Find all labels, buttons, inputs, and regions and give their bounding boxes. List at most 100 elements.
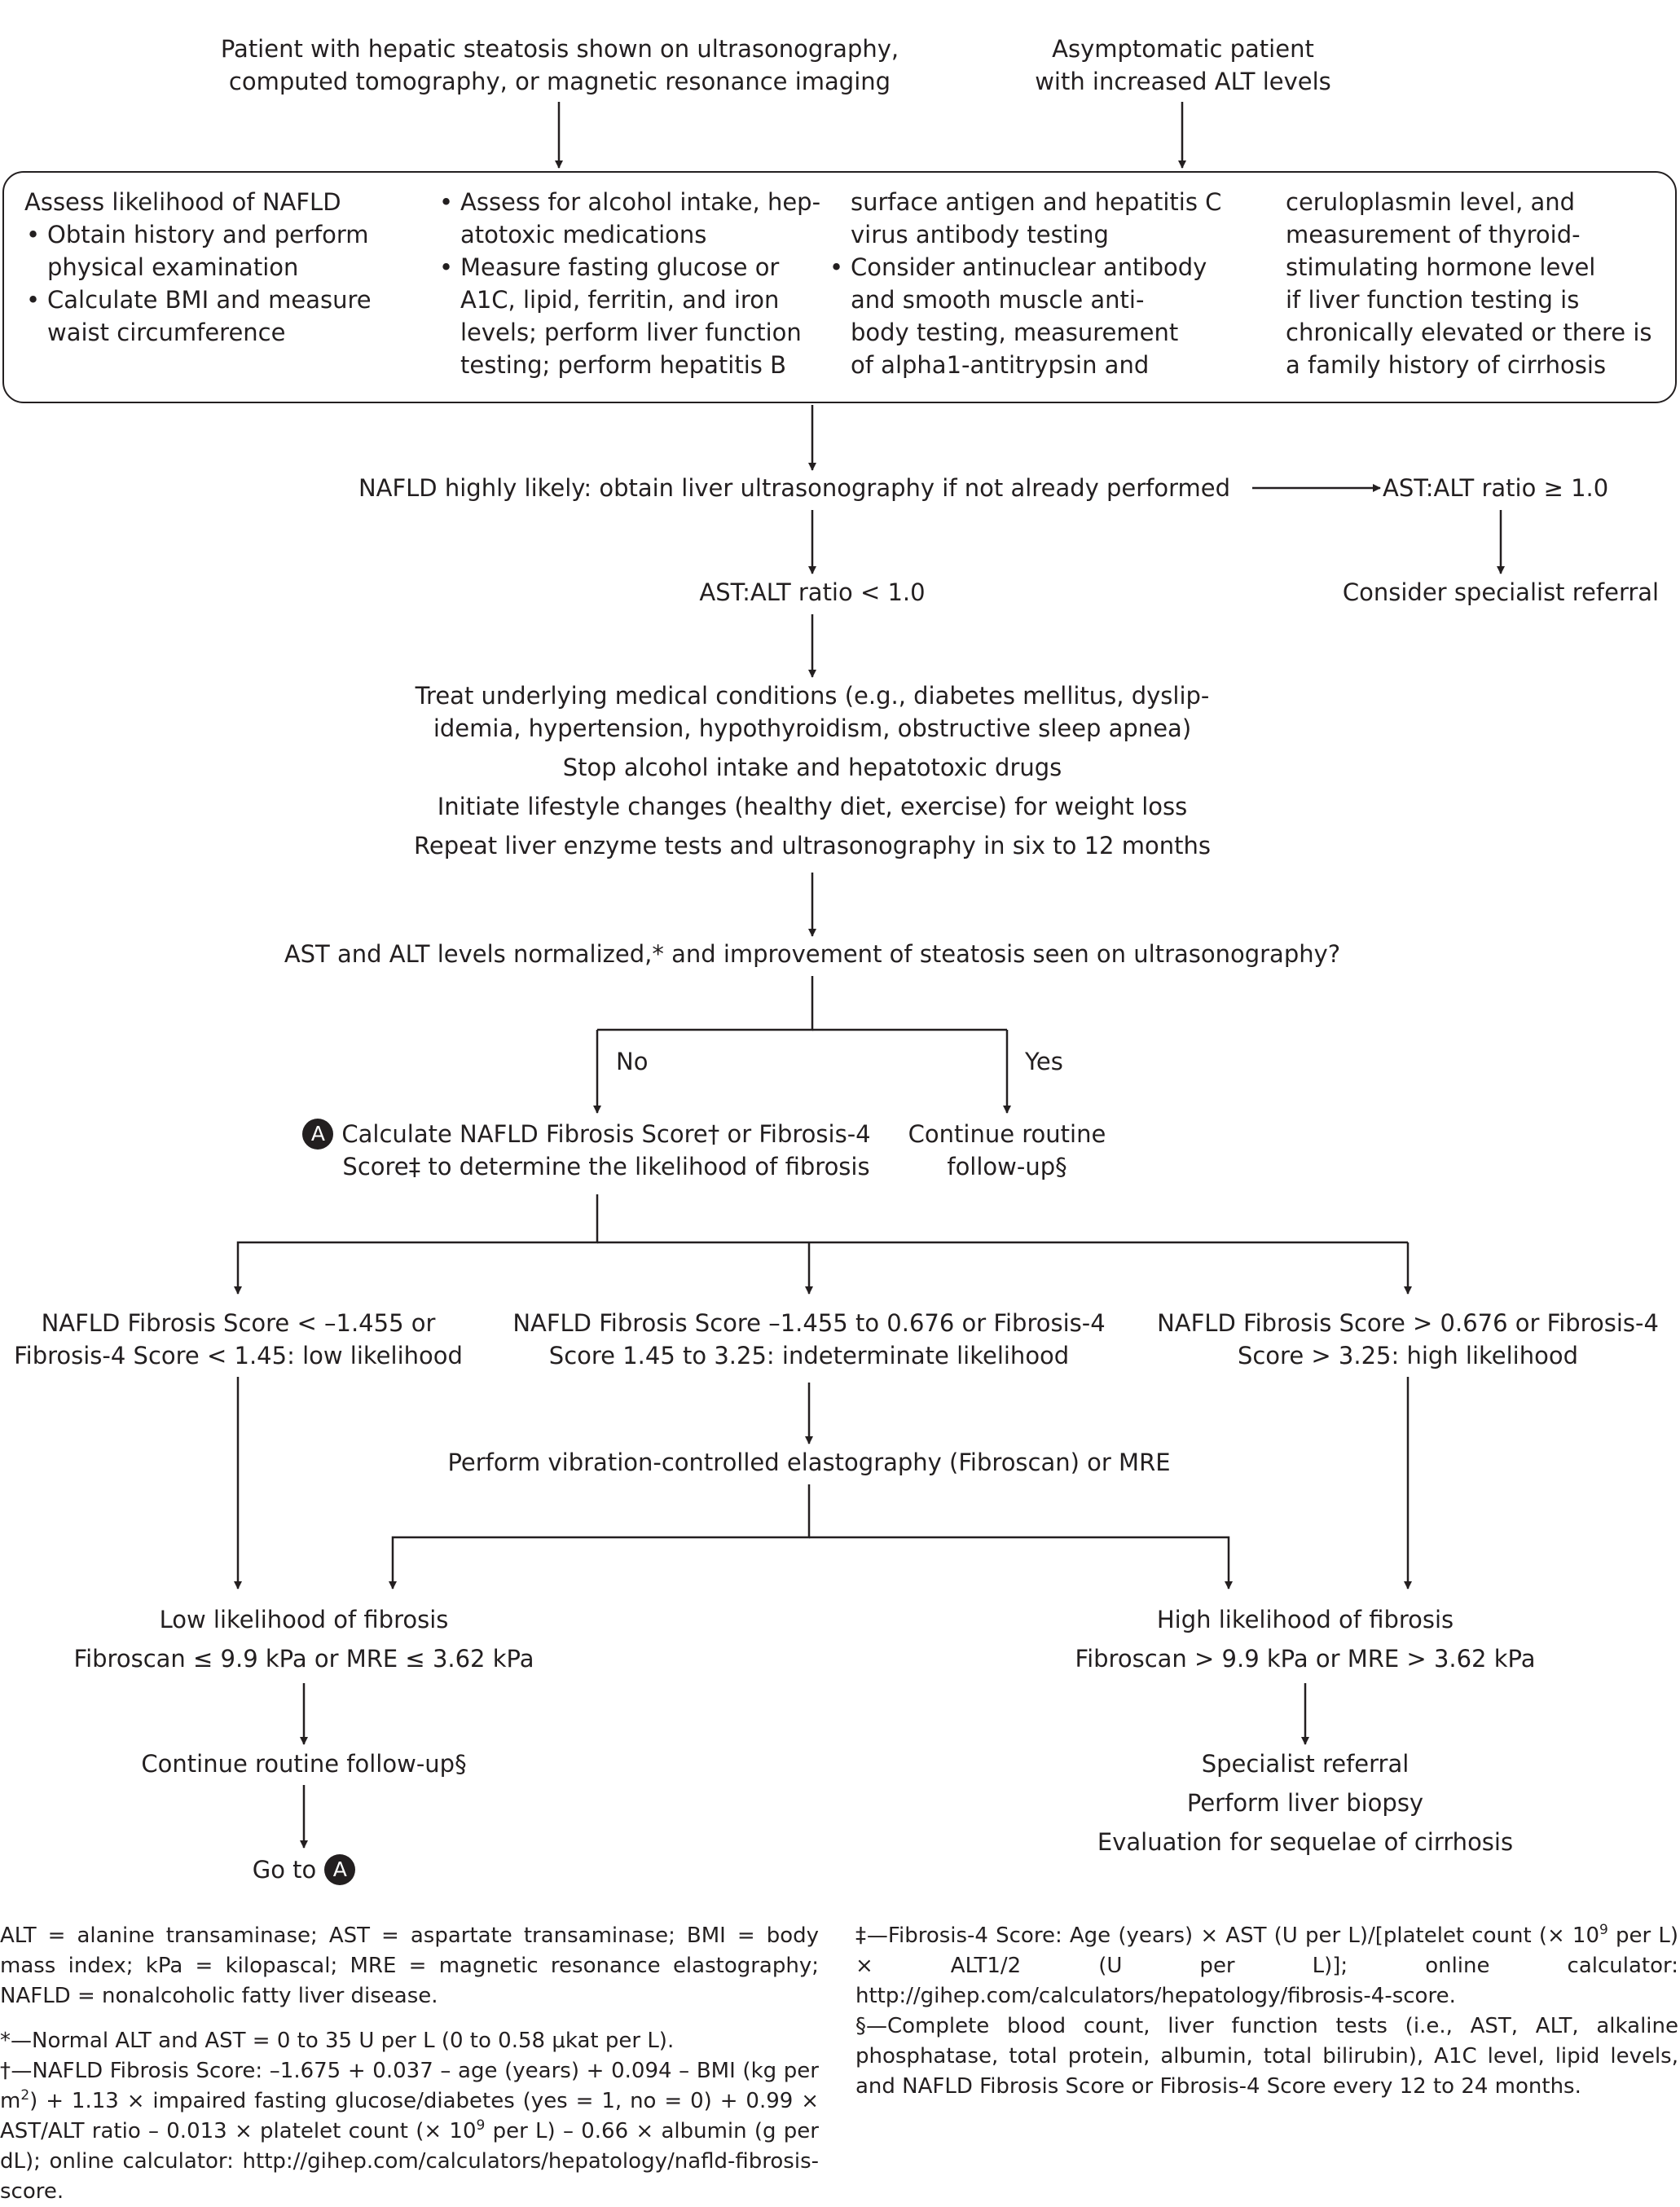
bullet-antibody-line-3: body testing, measurement xyxy=(851,319,1179,346)
treatment-block: Treat underlying medical conditions (e.g… xyxy=(362,679,1263,862)
repeat-tests: Repeat liver enzyme tests and ultrasonog… xyxy=(414,832,1211,859)
ratio-high-node: AST:ALT ratio ≥ 1.0 xyxy=(1383,474,1609,502)
normalized-question: AST and ALT levels normalized,* and impr… xyxy=(284,940,1341,968)
bullet-alcohol-line-1: Assess for alcohol intake, hep- xyxy=(460,188,821,216)
bullet-labs-line-3: levels; perform liver function xyxy=(460,319,802,346)
high-score-line-1: NAFLD Fibrosis Score > 0.676 or Fibrosis… xyxy=(1157,1309,1659,1337)
assess-heading: Assess likelihood of NAFLD xyxy=(24,188,341,216)
dagger-sup-1: 2 xyxy=(20,2087,30,2104)
high-fibrosis-criteria: Fibroscan > 9.9 kPa or MRE > 3.62 kPa xyxy=(1075,1645,1536,1673)
bullet-antibody-line-4: of alpha1-antitrypsin and xyxy=(851,349,1221,381)
assess-bullet-history: Obtain history and perform physical exam… xyxy=(24,218,372,284)
assess-column-1: Assess likelihood of NAFLD Obtain histor… xyxy=(24,186,372,349)
goto-text: Go to xyxy=(252,1856,317,1884)
continue-routine-line-2: follow-up§ xyxy=(947,1153,1067,1180)
footnote-ddagger: ‡—Fibrosis-4 Score: Age (years) × AST (U… xyxy=(855,1921,1678,2011)
dagger-part-2: ) + 1.13 × impaired fasting glucose/diab… xyxy=(0,2089,819,2143)
entry-imaging-line-2: computed tomography, or magnetic resonan… xyxy=(228,68,891,95)
mid-score-line-2: Score 1.45 to 3.25: indeterminate likeli… xyxy=(548,1342,1070,1369)
footnote-star: *—Normal ALT and AST = 0 to 35 U per L (… xyxy=(0,2029,675,2053)
ddagger-part-1: ‡—Fibrosis-4 Score: Age (years) × AST (U… xyxy=(855,1923,1600,1948)
lifestyle-changes: Initiate lifestyle changes (healthy diet… xyxy=(437,793,1188,820)
ratio-low-node: AST:ALT ratio < 1.0 xyxy=(699,578,926,606)
action-biopsy: Perform liver biopsy xyxy=(1186,1789,1424,1817)
branch-scores xyxy=(234,1194,599,1295)
footnote-dagger: †—NAFLD Fibrosis Score: –1.675 + 0.037 –… xyxy=(0,2056,819,2207)
action-specialist: Specialist referral xyxy=(1201,1750,1410,1778)
footnote-section: §—Complete blood count, liver function t… xyxy=(855,2014,1678,2099)
high-fibrosis-title: High likelihood of fibrosis xyxy=(1156,1606,1454,1633)
continue-followup-node: Continue routine follow-up§ xyxy=(141,1750,467,1778)
footnote-abbreviations: ALT = alanine transaminase; AST = aspart… xyxy=(0,1923,819,2008)
entry-alt-line-1: Asymptomatic patient xyxy=(1052,35,1314,63)
column-4-line-1: ceruloplasmin level, and xyxy=(1286,188,1576,216)
specialist-referral-node: Consider specialist referral xyxy=(1342,578,1660,606)
assess-column-2: Assess for alcohol intake, hep- atotoxic… xyxy=(438,186,820,381)
column-4-line-6: a family history of cirrhosis xyxy=(1286,351,1607,379)
action-sequelae: Evaluation for sequelae of cirrhosis xyxy=(1097,1828,1514,1856)
low-fibrosis-title: Low likelihood of fibrosis xyxy=(159,1606,449,1633)
bullet-bmi-line-2: waist circumference xyxy=(47,319,286,346)
bullet-antibody-line-1: Consider antinuclear antibody xyxy=(851,253,1207,281)
bullet-history-line-1: Obtain history and perform xyxy=(47,221,369,248)
low-score-line-2: Fibrosis-4 Score < 1.45: low likelihood xyxy=(14,1342,463,1369)
mid-score-node: NAFLD Fibrosis Score –1.455 to 0.676 or … xyxy=(483,1307,1135,1372)
column-4-line-3: stimulating hormone level xyxy=(1286,253,1596,281)
entry-imaging-patient: Patient with hepatic steatosis shown on … xyxy=(214,33,905,98)
footnotes-right: ‡—Fibrosis-4 Score: Age (years) × AST (U… xyxy=(855,1921,1678,2102)
assess-column-4: ceruloplasmin level, and measurement of … xyxy=(1286,186,1652,381)
assess-bullet-labs: Measure fasting glucose or A1C, lipid, f… xyxy=(438,251,820,381)
continue-routine-line-1: Continue routine xyxy=(908,1120,1106,1148)
high-fibrosis-node: High likelihood of fibrosis Fibroscan > … xyxy=(1043,1603,1568,1675)
elastography-node: Perform vibration-controlled elastograph… xyxy=(447,1449,1171,1476)
low-fibrosis-node: Low likelihood of fibrosis Fibroscan ≤ 9… xyxy=(49,1603,559,1675)
dagger-sup-2: 9 xyxy=(476,2117,486,2134)
branch-label-no: No xyxy=(616,1048,649,1075)
calculate-line-1-text: Calculate NAFLD Fibrosis Score† or Fibro… xyxy=(341,1120,871,1148)
branch-elastography xyxy=(389,1484,811,1589)
column-3-line-2: virus antibody testing xyxy=(851,221,1109,248)
branch-elastography-right xyxy=(809,1536,1233,1589)
assess-column-3: surface antigen and hepatitis C virus an… xyxy=(829,186,1221,381)
footnotes-left: ALT = alanine transaminase; AST = aspart… xyxy=(0,1921,819,2207)
assess-bullet-antibody: Consider antinuclear antibody and smooth… xyxy=(828,251,1221,381)
assess-likelihood-box xyxy=(2,171,1677,403)
dagger-part-1: †—NAFLD Fibrosis Score: –1.675 + 0.037 –… xyxy=(0,2059,819,2113)
column-4-line-2: measurement of thyroid- xyxy=(1286,221,1581,248)
bullet-bmi-line-1: Calculate BMI and measure xyxy=(47,286,372,314)
bullet-alcohol-line-2: atotoxic medications xyxy=(460,221,707,248)
bullet-labs-line-1: Measure fasting glucose or xyxy=(460,253,780,281)
alpha-suffix: -antitrypsin and xyxy=(961,351,1150,379)
continue-routine-node: Continue routine follow-up§ xyxy=(885,1118,1129,1183)
ddagger-sup: 9 xyxy=(1599,1922,1608,1938)
low-score-node: NAFLD Fibrosis Score < –1.455 or Fibrosi… xyxy=(0,1307,477,1372)
branch-question xyxy=(597,976,814,1031)
alpha-subscript: 1 xyxy=(946,351,962,379)
column-4-line-4: if liver function testing is xyxy=(1286,286,1580,314)
assess-bullet-alcohol: Assess for alcohol intake, hep- atotoxic… xyxy=(438,186,820,251)
nafld-highly-likely: NAFLD highly likely: obtain liver ultras… xyxy=(358,474,1231,502)
bullet-history-line-2: physical examination xyxy=(47,253,299,281)
stop-alcohol: Stop alcohol intake and hepatotoxic drug… xyxy=(562,754,1062,781)
entry-imaging-line-1: Patient with hepatic steatosis shown on … xyxy=(220,35,899,63)
low-score-line-1: NAFLD Fibrosis Score < –1.455 or xyxy=(41,1309,436,1337)
ddagger-part-2: per L) × ALT1/2 (U per L)]; online calcu… xyxy=(855,1923,1678,2008)
entry-alt-line-2: with increased ALT levels xyxy=(1035,68,1331,95)
entry-alt-patient: Asymptomatic patient with increased ALT … xyxy=(1020,33,1346,98)
alpha-prefix: of alpha xyxy=(851,351,947,379)
marker-a-badge: A xyxy=(302,1119,334,1150)
branch-label-yes: Yes xyxy=(1025,1048,1063,1075)
high-score-node: NAFLD Fibrosis Score > 0.676 or Fibrosis… xyxy=(1139,1307,1677,1372)
treat-line-2: idemia, hypertension, hypothyroidism, ob… xyxy=(433,714,1192,742)
mid-score-line-1: NAFLD Fibrosis Score –1.455 to 0.676 or … xyxy=(512,1309,1106,1337)
high-score-line-2: Score > 3.25: high likelihood xyxy=(1237,1342,1579,1369)
column-4-line-5: chronically elevated or there is xyxy=(1286,319,1652,346)
bullet-antibody-line-2: and smooth muscle anti- xyxy=(851,286,1145,314)
bullet-labs-line-2: A1C, lipid, ferritin, and iron xyxy=(460,286,780,314)
goto-marker-a-badge: A xyxy=(324,1854,356,1885)
assess-bullet-bmi: Calculate BMI and measure waist circumfe… xyxy=(24,284,372,349)
low-fibrosis-criteria: Fibroscan ≤ 9.9 kPa or MRE ≤ 3.62 kPa xyxy=(73,1645,534,1673)
